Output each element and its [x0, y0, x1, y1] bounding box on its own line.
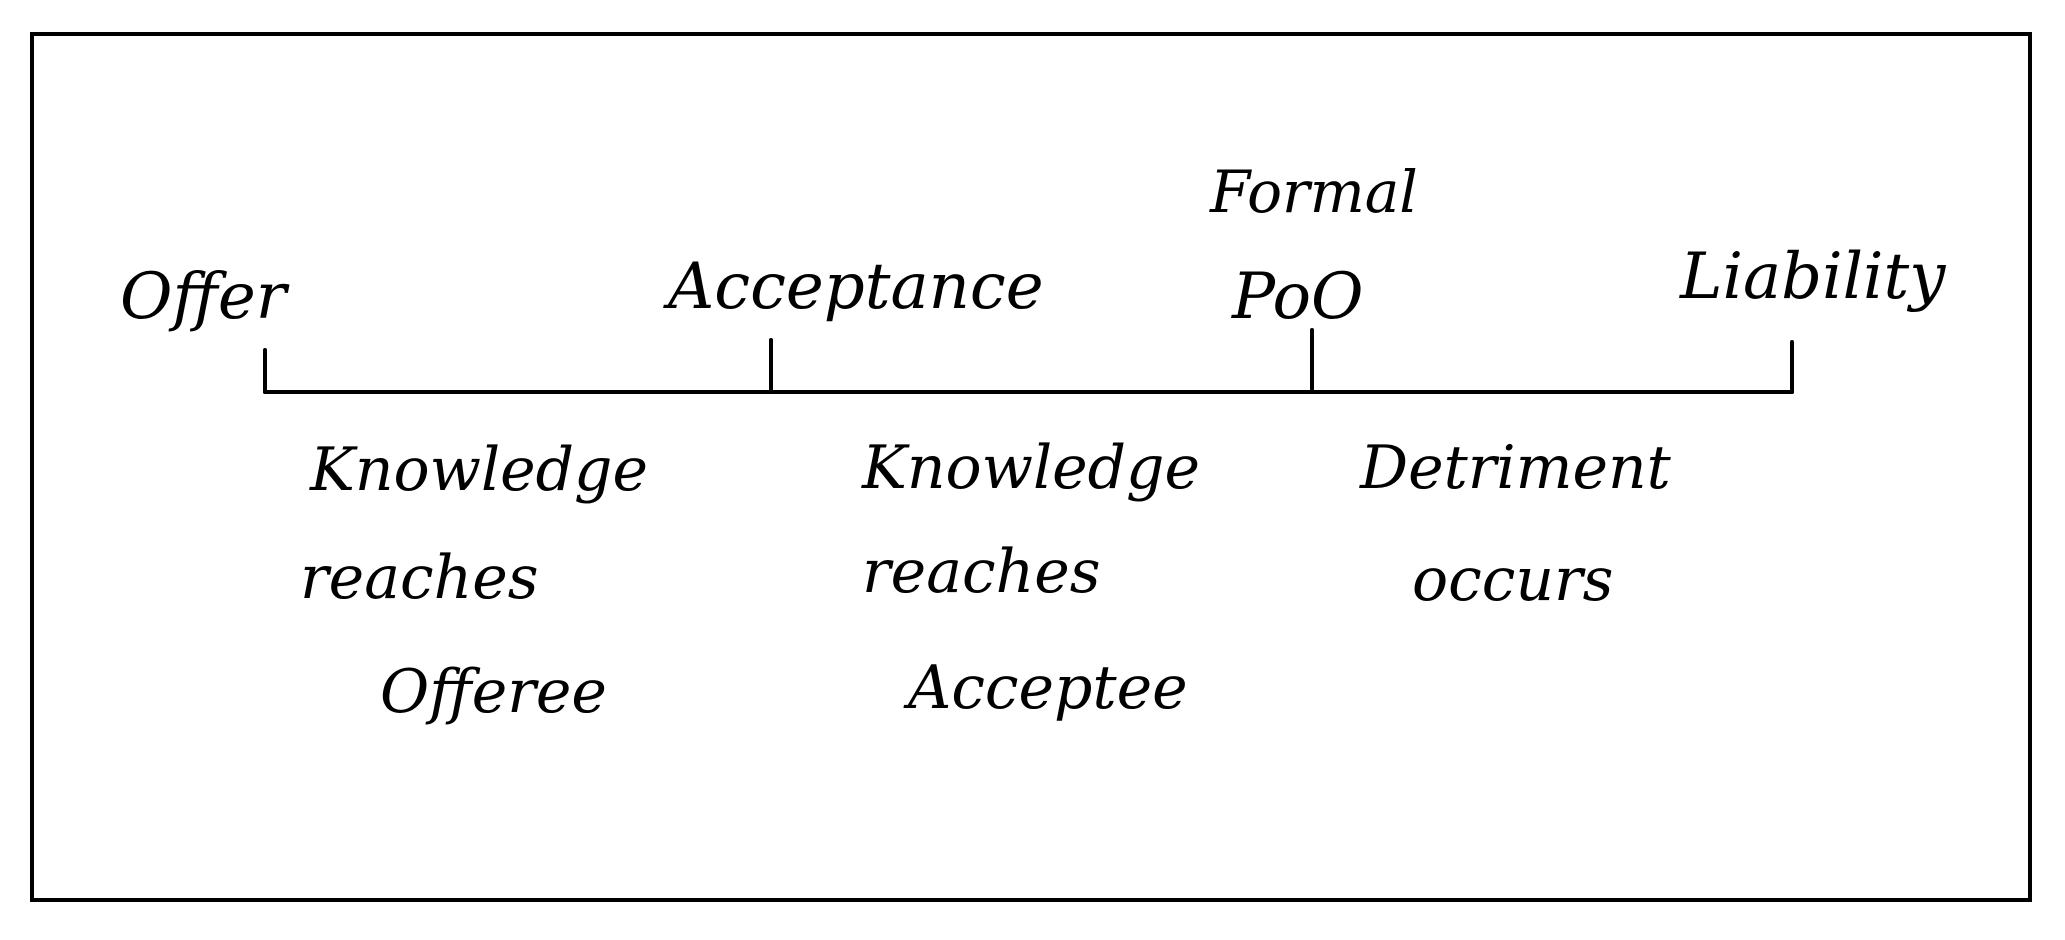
- milestone-offer-label: Offer: [120, 260, 290, 334]
- interval-3-line-1: Detriment: [1359, 433, 1672, 503]
- milestone-acceptance-label: Acceptance: [663, 250, 1044, 324]
- milestone-liability-label: Liability: [1679, 240, 1946, 314]
- interval-2-line-3: Acceptee: [903, 653, 1188, 723]
- milestone-formal-label: Formal: [1209, 158, 1418, 226]
- interval-2-line-2: reaches: [862, 537, 1101, 607]
- interval-1-line-1: Knowledge: [309, 435, 648, 505]
- interval-1-line-3: Offeree: [380, 657, 607, 727]
- interval-1-line-2: reaches: [300, 543, 539, 613]
- interval-3-line-2: occurs: [1412, 545, 1613, 615]
- milestone-poo-label: PoO: [1231, 260, 1363, 334]
- diagram-frame: [30, 32, 2032, 902]
- interval-2-line-1: Knowledge: [861, 433, 1200, 503]
